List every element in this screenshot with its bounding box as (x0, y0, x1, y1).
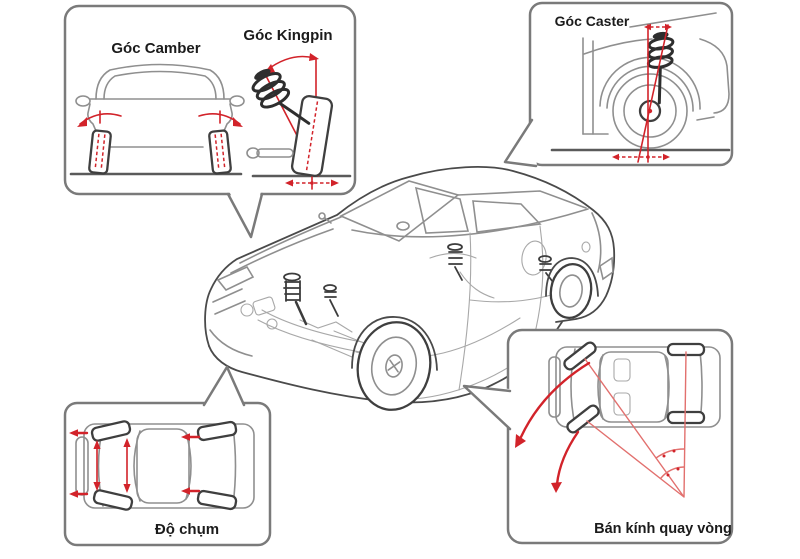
caster-box (528, 1, 734, 167)
camber-illustration (69, 63, 245, 176)
camber-label: Góc Camber (111, 40, 200, 57)
turning-radius-pointer (462, 384, 512, 431)
toe-callout: Độ chụm (63, 365, 272, 547)
car-illustration (204, 166, 616, 411)
caster-illustration (550, 12, 731, 163)
car-body-outline (204, 166, 616, 404)
kingpin-label: Góc Kingpin (243, 27, 332, 44)
caster-label: Góc Caster (555, 13, 630, 29)
kingpin-strut (251, 68, 311, 125)
car-front-wheel (356, 321, 432, 411)
camber-kingpin-callout: Góc Camber Góc Kingpin (63, 4, 357, 239)
camber-kingpin-pointer (226, 192, 264, 239)
caster-pointer (503, 118, 538, 168)
toe-illustration (69, 420, 255, 511)
caster-callout: Góc Caster (503, 1, 734, 168)
front-wheel-arch (351, 316, 438, 371)
turning-radius-callout: Bán kính quay vòng (462, 328, 734, 545)
rear-wheel-arch (545, 257, 599, 297)
car-rear-wheel (549, 262, 593, 320)
kingpin-illustration (246, 53, 352, 190)
toe-pointer (202, 365, 246, 407)
toe-box (63, 401, 272, 547)
turning-radius-label: Bán kính quay vòng (594, 521, 732, 537)
toe-label: Độ chụm (155, 521, 219, 538)
turning-radius-illustration (515, 341, 721, 498)
turning-radius-box (506, 328, 734, 545)
suspension-parts (283, 243, 557, 326)
